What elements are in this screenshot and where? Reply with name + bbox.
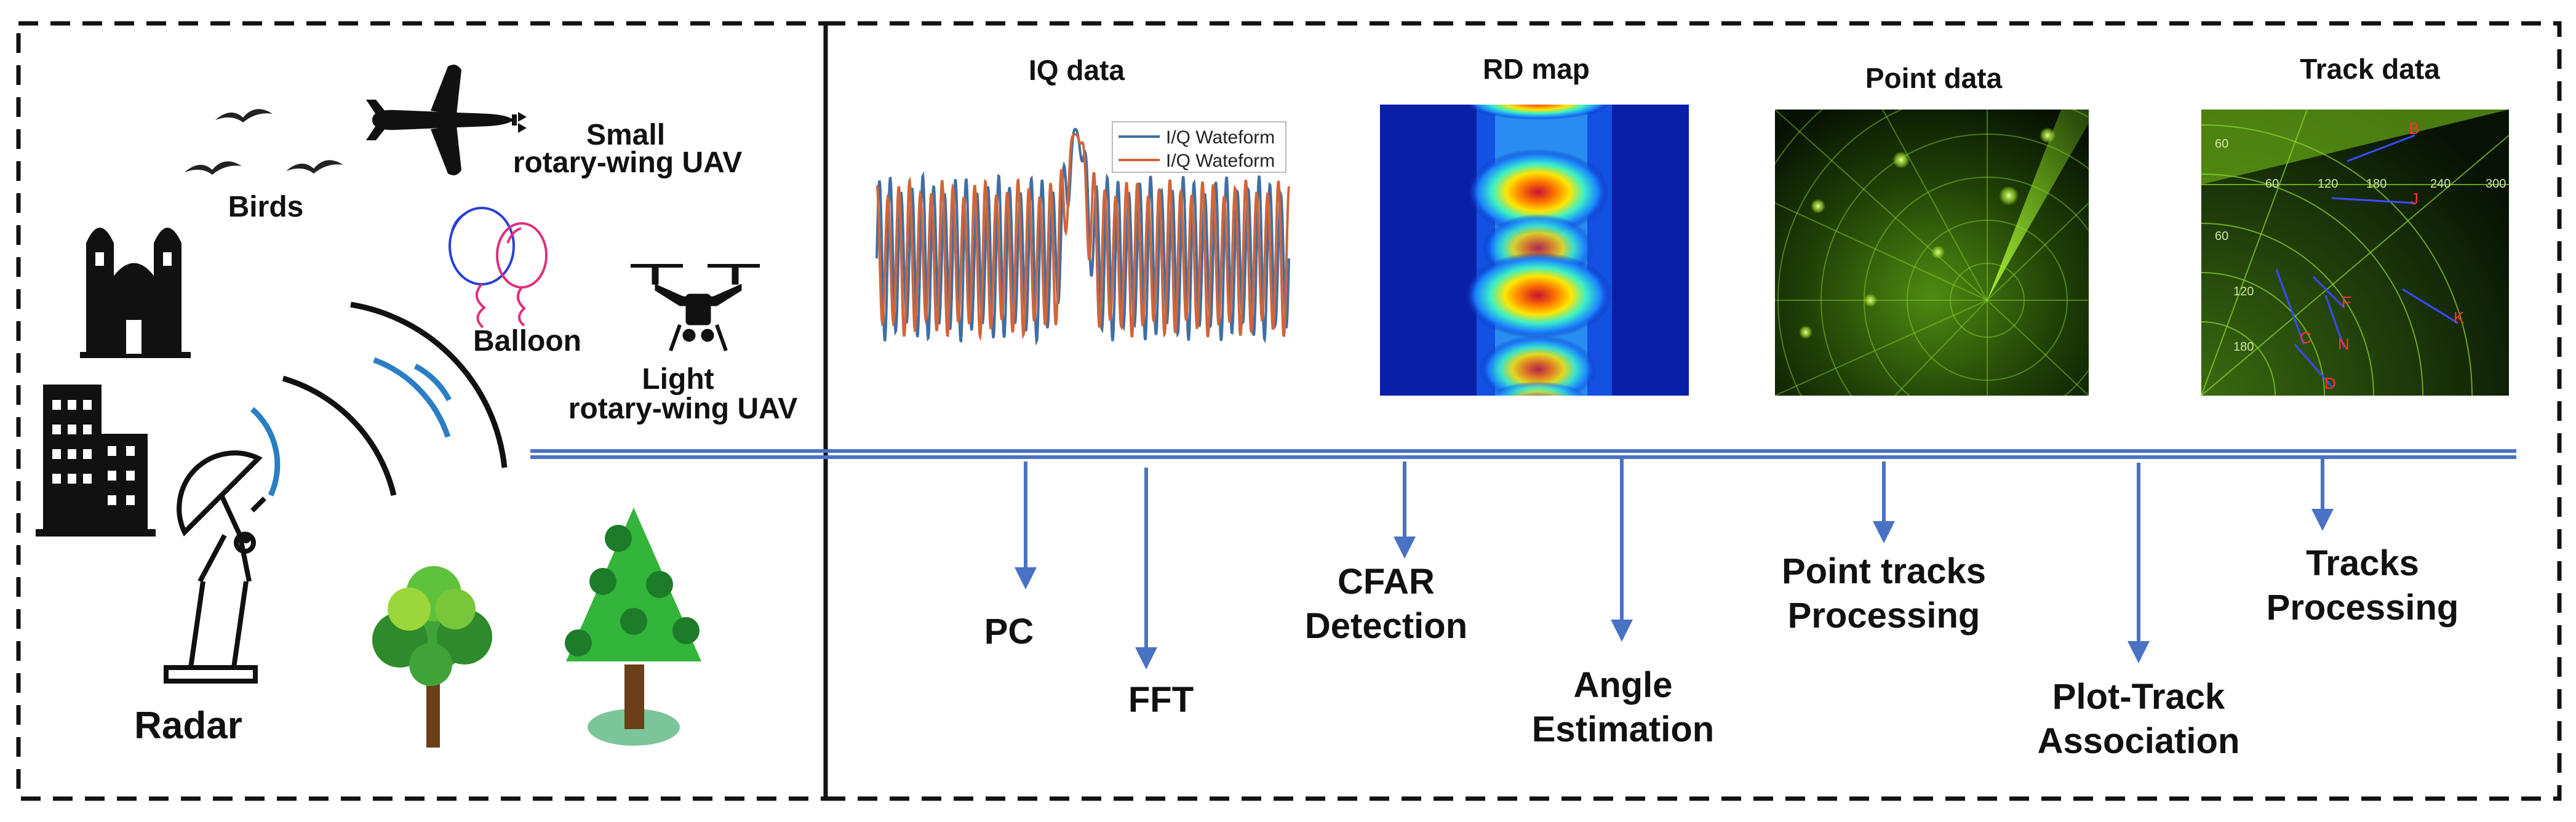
track-label-j: J: [2411, 190, 2418, 208]
balloon-label: Balloon: [473, 325, 581, 357]
side-tick-120: 120: [2233, 285, 2254, 298]
panel-title-rd-map: RD map: [1483, 53, 1590, 85]
radar-waves-icon: [250, 301, 508, 497]
step-pc-label: PC: [984, 612, 1034, 652]
iq-legend-entry-orange: I/Q Wateform: [1166, 151, 1275, 171]
range-tick-300: 300: [2486, 177, 2506, 191]
track-label-c: C: [2300, 329, 2311, 347]
radar-dish-icon: [164, 450, 266, 684]
light-uav-icon: [631, 264, 760, 352]
range-tick-180: 180: [2366, 177, 2387, 191]
track-label-f: F: [2342, 293, 2351, 311]
track-label-n: N: [2338, 335, 2350, 353]
iq-legend-entry-blue: I/Q Wateform: [1166, 127, 1275, 148]
iq-legend-box: [1112, 121, 1286, 173]
iq-wave-blue: [875, 127, 1290, 346]
church-building-icon: [80, 228, 191, 358]
step-plot-track-label-line1: Plot-Track: [2052, 677, 2225, 717]
deciduous-tree-icon: [372, 566, 492, 748]
step-point-tracks-label-line2: Processing: [1788, 596, 1980, 636]
balloon-icon: [449, 207, 548, 329]
step-angle-label-line2: Estimation: [1532, 709, 1715, 749]
pipeline-bus-line: [530, 449, 2516, 459]
track-data-radar: B J F C N K D 60 120 180 240 300 60 60 1…: [2201, 110, 2509, 396]
range-tick-240: 240: [2430, 177, 2450, 191]
side-tick-180: 180: [2233, 340, 2254, 354]
light-uav-label-line2: rotary-wing UAV: [568, 393, 797, 425]
right-dashed-frame: [823, 21, 2562, 801]
panel-title-iq-data: IQ data: [1029, 54, 1125, 86]
step-cfar-label-line2: Detection: [1305, 606, 1467, 646]
step-angle-label-line1: Angle: [1573, 665, 1672, 705]
birds-icon: [185, 109, 343, 175]
side-tick-60-top: 60: [2215, 137, 2228, 151]
step-tracks-label-line2: Processing: [2267, 588, 2459, 628]
left-dashed-frame: [16, 21, 828, 801]
radar-sweep-beam: [1987, 110, 2089, 300]
iq-wave-orange: [875, 133, 1290, 341]
panel-title-track-data: Track data: [2300, 53, 2440, 85]
light-uav-label-line1: Light: [642, 363, 714, 396]
small-uav-label-line1: Small: [586, 119, 665, 151]
birds-label: Birds: [228, 191, 304, 223]
track-label-d: D: [2324, 374, 2336, 393]
iq-waveform-plot: I/Q Wateform I/Q Wateform: [874, 111, 1292, 394]
track-label-k: K: [2454, 308, 2465, 327]
range-tick-120: 120: [2318, 177, 2338, 191]
small-uav-icon: [366, 65, 527, 175]
pine-tree-icon: [565, 508, 701, 746]
step-tracks-label-line1: Tracks: [2306, 543, 2419, 583]
step-fft-label: FFT: [1128, 680, 1194, 720]
range-tick-60: 60: [2265, 177, 2279, 191]
step-point-tracks-label-line1: Point tracks: [1782, 551, 1986, 591]
point-data-radar: [1775, 110, 2089, 396]
step-cfar-label-line1: CFAR: [1338, 562, 1435, 602]
panel-title-point-data: Point data: [1865, 62, 2003, 94]
rd-map-heatmap: [1380, 105, 1689, 396]
track-label-b: B: [2409, 119, 2419, 138]
city-buildings-icon: [36, 385, 156, 537]
small-uav-label-line2: rotary-wing UAV: [513, 146, 742, 179]
radar-label: Radar: [134, 704, 242, 747]
side-tick-60: 60: [2215, 229, 2228, 243]
step-plot-track-label-line2: Association: [2038, 721, 2240, 761]
